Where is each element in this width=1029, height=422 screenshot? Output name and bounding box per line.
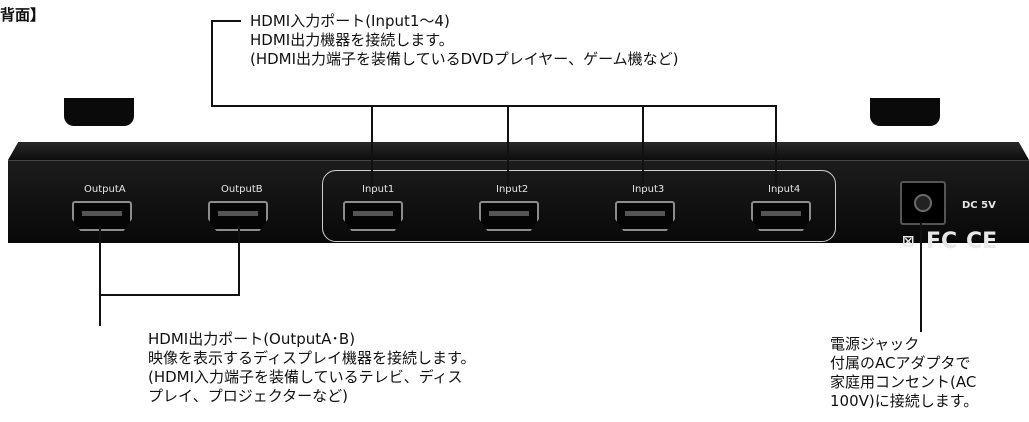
ce-mark-icon: CE: [966, 229, 998, 254]
callout-output-ports: HDMI出力ポート(OutputA･B) 映像を表示するディスプレイ機器を接続し…: [148, 330, 475, 406]
callout-output-ports-note1: (HDMI入力端子を装備しているテレビ、ディス: [148, 368, 463, 386]
fcc-mark-icon: FC: [926, 229, 958, 254]
callout-input-ports-note: (HDMI出力端子を装備しているDVDプレイヤー、ゲーム機など): [250, 50, 679, 68]
port-label-output-b: OutputB: [221, 184, 263, 195]
port-label-input4: Input4: [768, 184, 801, 195]
leader-input-vertical-main: [211, 20, 213, 106]
callout-input-ports-title: HDMI入力ポート(Input1〜4): [250, 12, 450, 30]
device-top-edge: [8, 142, 1029, 160]
hdmi-port-input3: [615, 201, 675, 231]
port-label-input1: Input1: [362, 184, 395, 195]
callout-power-jack: 電源ジャック 付属のACアダプタで 家庭用コンセント(AC 100V)に接続しま…: [830, 335, 978, 411]
leader-input4: [775, 105, 777, 187]
port-label-output-a: OutputA: [84, 184, 126, 195]
callout-output-ports-title: HDMI出力ポート(OutputA･B): [148, 330, 356, 348]
callout-input-ports: HDMI入力ポート(Input1〜4) HDMI出力機器を接続します。 (HDM…: [250, 12, 679, 69]
callout-power-desc3: 100V)に接続します。: [830, 392, 979, 410]
weee-icon: ⊠: [902, 232, 915, 250]
callout-output-ports-note2: プレイ、プロジェクターなど): [148, 387, 348, 405]
callout-power-title: 電源ジャック: [830, 335, 920, 353]
leader-input-horizontal: [211, 105, 776, 107]
hdmi-port-input2: [479, 201, 539, 231]
leader-output-a: [99, 226, 101, 326]
leader-output-b: [238, 226, 240, 295]
leader-input2: [507, 105, 509, 187]
device-foot-right: [870, 98, 940, 126]
device-foot-left: [64, 98, 134, 126]
hdmi-port-input4: [751, 201, 811, 231]
callout-power-desc1: 付属のACアダプタで: [830, 354, 971, 372]
section-heading: 背面】: [0, 6, 46, 24]
leader-input3: [642, 105, 644, 187]
leader-power-jack: [920, 222, 922, 332]
leader-output-horizontal: [99, 294, 240, 296]
leader-input1: [371, 105, 373, 187]
leader-input-start: [211, 20, 241, 22]
callout-output-ports-desc: 映像を表示するディスプレイ機器を接続します。: [148, 349, 476, 367]
input-port-group-outline: [322, 170, 836, 242]
port-label-input3: Input3: [632, 184, 665, 195]
callout-power-desc2: 家庭用コンセント(AC: [830, 373, 977, 391]
hdmi-port-output-a: [72, 201, 132, 231]
callout-input-ports-desc: HDMI出力機器を接続します。: [250, 31, 454, 49]
hdmi-port-input1: [343, 201, 403, 231]
dc-power-jack: [900, 181, 946, 225]
port-label-input2: Input2: [496, 184, 529, 195]
dc-voltage-label: DC 5V: [962, 200, 996, 211]
